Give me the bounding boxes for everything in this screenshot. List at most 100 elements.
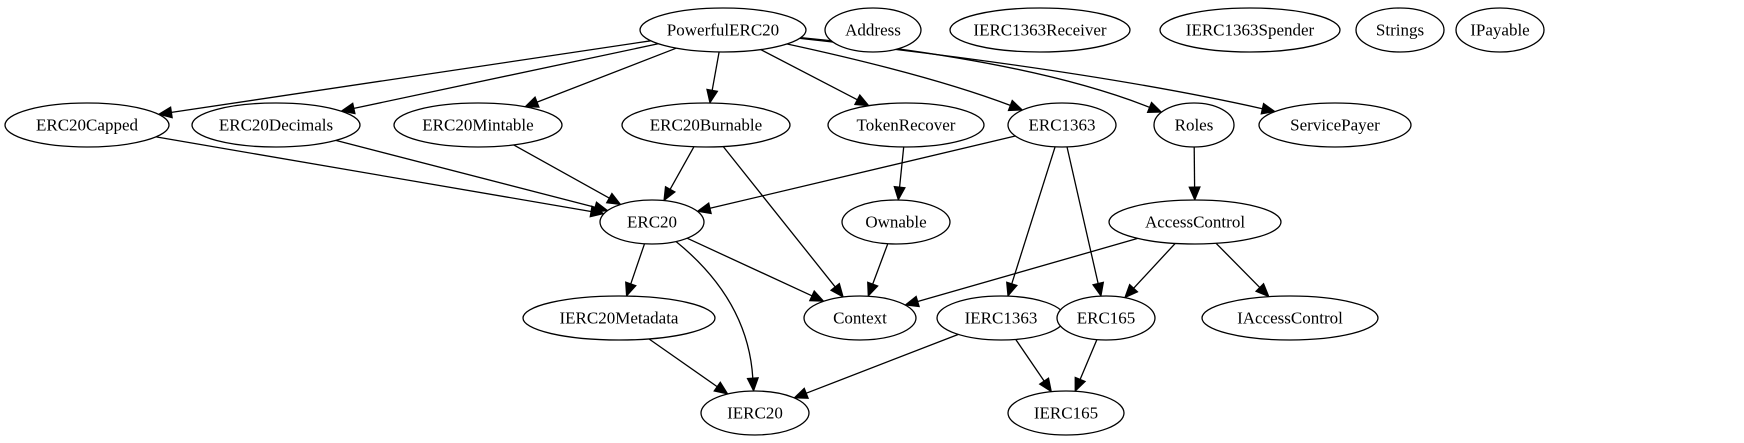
edge-erc1363-to-erc20: [696, 135, 1016, 215]
edge-erc20-to-context: [686, 237, 825, 302]
node-label: TokenRecover: [857, 116, 956, 135]
node-ellipse: [621, 102, 791, 148]
arrowhead: [867, 281, 879, 298]
edge-erc1363-to-erc165: [1066, 146, 1105, 298]
node-ellipse: [1455, 7, 1545, 53]
arrowhead: [592, 201, 609, 214]
node-label: IAccessControl: [1237, 309, 1343, 328]
edge-line: [1015, 339, 1045, 382]
edge-erc20burnable-to-context: [722, 146, 844, 298]
edge-roles-to-accesscontrol: [1188, 146, 1201, 202]
node-ellipse: [393, 102, 563, 148]
edge-line: [787, 43, 1011, 107]
node-label: AccessControl: [1145, 213, 1245, 232]
edge-line: [686, 237, 813, 297]
arrowhead: [793, 387, 810, 399]
edge-erc20-to-ierc20: [675, 240, 760, 393]
node-erc165: ERC165: [1056, 295, 1156, 341]
node-ierc165: IERC165: [1007, 390, 1125, 436]
edge-line: [335, 139, 596, 208]
arrowhead: [713, 381, 729, 395]
arrowhead: [1038, 377, 1053, 393]
node-label: ERC20Capped: [36, 116, 138, 135]
node-ellipse: [599, 199, 705, 245]
node-erc20: ERC20: [599, 199, 705, 245]
node-label: ERC20Burnable: [650, 116, 762, 135]
node-ellipse: [803, 295, 917, 341]
node-label: IERC1363: [965, 309, 1038, 328]
node-ellipse: [824, 7, 922, 53]
node-label: IERC1363Receiver: [973, 21, 1106, 40]
node-ellipse: [1007, 390, 1125, 436]
edge-line: [1133, 242, 1176, 289]
edge-line: [722, 146, 836, 288]
node-context: Context: [803, 295, 917, 341]
node-ipayable: IPayable: [1455, 7, 1545, 53]
edge-line: [536, 47, 677, 103]
arrowhead: [157, 106, 173, 119]
node-ellipse: [1007, 102, 1117, 148]
node-ellipse: [1355, 7, 1445, 53]
arrowhead: [696, 202, 712, 215]
node-label: Context: [833, 309, 887, 328]
arrowhead: [523, 96, 540, 108]
edge-ierc1363-to-ierc165: [1015, 339, 1053, 393]
node-accesscontrol: AccessControl: [1108, 199, 1282, 245]
node-label: ERC165: [1077, 309, 1136, 328]
node-iaccesscontrol: IAccessControl: [1201, 295, 1379, 341]
node-erc20burnable: ERC20Burnable: [621, 102, 791, 148]
edge-accesscontrol-to-context: [903, 237, 1138, 308]
edge-line: [513, 144, 610, 199]
edge-line: [353, 43, 659, 110]
edge-line: [1215, 242, 1261, 288]
edge-ownable-to-context: [867, 243, 889, 298]
edge-line: [669, 146, 695, 190]
node-address: Address: [824, 7, 922, 53]
node-label: Address: [845, 21, 901, 40]
arrowhead: [1188, 186, 1201, 202]
arrowhead: [1146, 101, 1163, 114]
node-roles: Roles: [1153, 102, 1235, 148]
node-label: ERC20Mintable: [422, 116, 533, 135]
edge-line: [630, 243, 646, 285]
node-ierc1363spender: IERC1363Spender: [1159, 7, 1341, 53]
node-ierc1363: IERC1363: [936, 295, 1066, 341]
edge-line: [709, 135, 1016, 209]
edge-erc20decimals-to-erc20: [335, 139, 609, 214]
node-powerfulerc20: PowerfulERC20: [639, 7, 807, 53]
node-ellipse: [827, 102, 985, 148]
node-ellipse: [1258, 102, 1412, 148]
edge-powerfulerc20-to-erc20decimals: [339, 43, 659, 115]
node-ellipse: [700, 390, 810, 436]
node-ellipse: [1153, 102, 1235, 148]
node-erc20capped: ERC20Capped: [4, 102, 170, 148]
edge-line: [898, 146, 905, 188]
node-ellipse: [949, 7, 1131, 53]
arrowhead: [853, 93, 870, 107]
edge-powerfulerc20-to-erc1363: [787, 43, 1024, 112]
edge-line: [872, 243, 889, 285]
node-ellipse: [639, 7, 807, 53]
arrowhead: [706, 88, 719, 105]
node-ierc20: IERC20: [700, 390, 810, 436]
node-label: IERC20: [727, 404, 783, 423]
node-label: IERC1363Spender: [1186, 21, 1315, 40]
edge-line: [648, 338, 718, 388]
edge-accesscontrol-to-iaccesscontrol: [1215, 242, 1270, 298]
node-tokenrecover: TokenRecover: [827, 102, 985, 148]
arrowhead: [1123, 283, 1139, 299]
node-ellipse: [1056, 295, 1156, 341]
edges-layer: [155, 36, 1277, 399]
node-label: PowerfulERC20: [667, 21, 779, 40]
arrowhead: [746, 377, 760, 393]
arrowhead: [605, 192, 622, 206]
edge-line: [711, 51, 720, 91]
edge-powerfulerc20-to-erc20capped: [157, 40, 651, 119]
edge-line: [760, 49, 858, 101]
edge-line: [1066, 146, 1099, 284]
edge-line: [675, 240, 754, 379]
node-label: IPayable: [1470, 21, 1529, 40]
edge-erc20-to-ierc20metadata: [625, 243, 646, 298]
node-ellipse: [1159, 7, 1341, 53]
